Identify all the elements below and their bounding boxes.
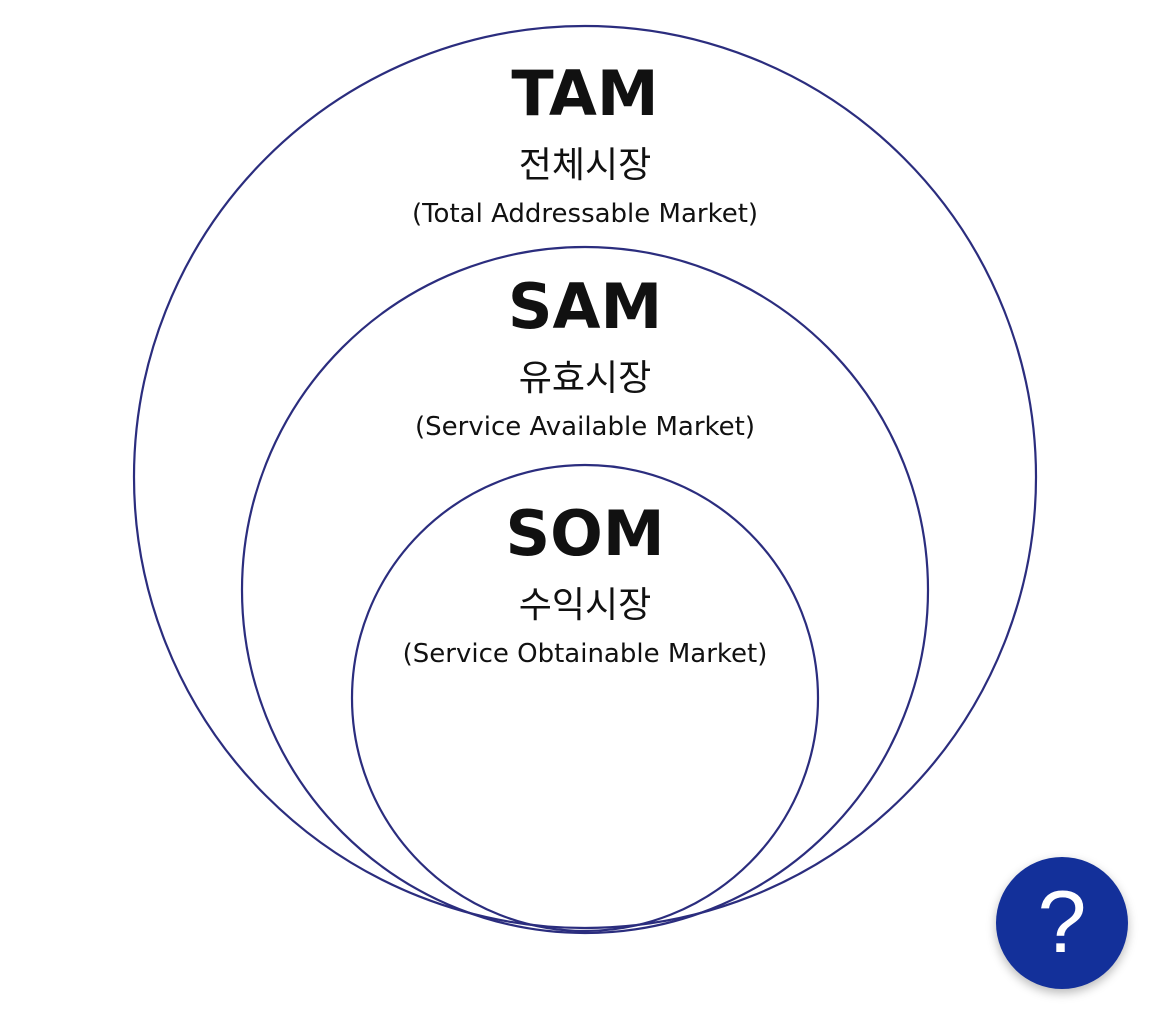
sam-full-name: (Service Available Market): [415, 412, 755, 442]
som-full-name: (Service Obtainable Market): [403, 639, 768, 669]
sam-acronym: SAM: [508, 270, 662, 343]
help-button[interactable]: ?: [996, 857, 1128, 989]
som-circle: [350, 463, 820, 933]
tam-acronym: TAM: [511, 57, 658, 130]
tam-full-name: (Total Addressable Market): [412, 199, 758, 229]
som-acronym: SOM: [505, 497, 664, 570]
question-mark-icon: ?: [1037, 872, 1087, 971]
tam-korean-label: 전체시장: [519, 145, 651, 186]
sam-circle: [240, 245, 930, 935]
tam-circle: [132, 24, 1038, 930]
som-korean-label: 수익시장: [519, 585, 651, 626]
sam-korean-label: 유효시장: [519, 358, 651, 399]
